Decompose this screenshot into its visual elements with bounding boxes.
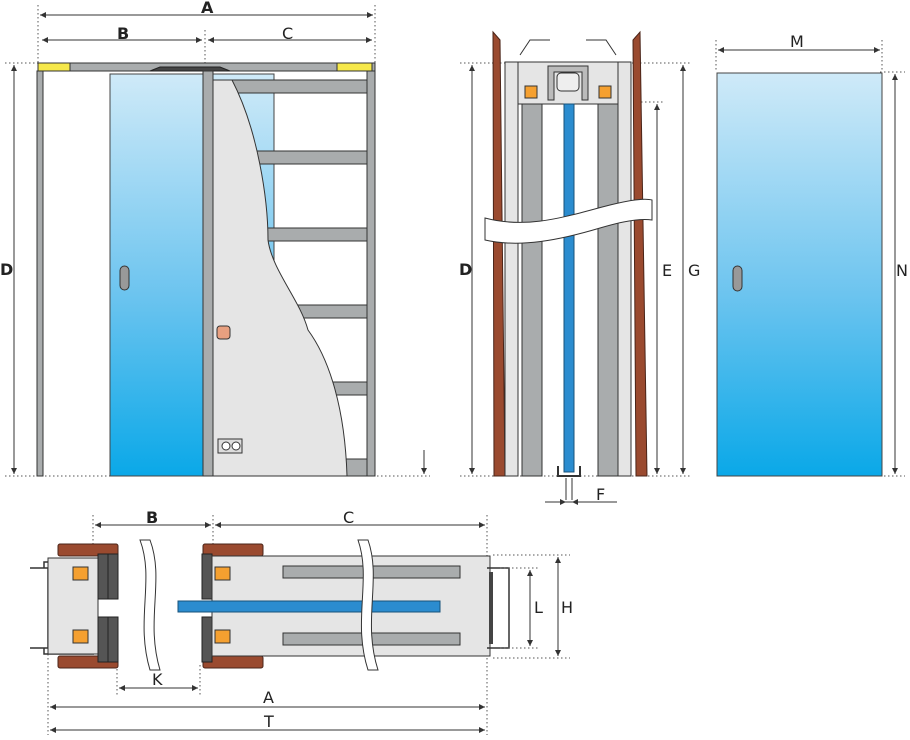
right-end-cap bbox=[336, 62, 373, 72]
plan-label-A: A bbox=[263, 688, 274, 707]
front-view: A B C D bbox=[0, 0, 430, 477]
side-wood-left bbox=[492, 30, 506, 477]
front-label-B: B bbox=[117, 24, 129, 43]
panel-label-N: N bbox=[896, 261, 908, 280]
pocket-right-post bbox=[366, 70, 376, 477]
plan-label-C: C bbox=[343, 508, 354, 527]
plan-label-B: B bbox=[146, 508, 158, 527]
side-section: D E G F bbox=[459, 30, 700, 505]
plan-door-leaf bbox=[177, 600, 441, 613]
junction-box bbox=[216, 325, 231, 340]
side-label-F: F bbox=[596, 485, 605, 504]
plan-label-L: L bbox=[534, 598, 543, 617]
socket-outlet bbox=[217, 438, 243, 454]
front-label-D: D bbox=[0, 260, 13, 279]
side-label-D: D bbox=[459, 260, 472, 279]
side-label-E: E bbox=[662, 261, 672, 280]
pocket-center-post bbox=[202, 70, 214, 477]
panel-label-M: M bbox=[790, 32, 804, 51]
side-door-edge bbox=[563, 103, 575, 473]
side-wood-right bbox=[632, 30, 648, 477]
glass-panel bbox=[716, 72, 883, 477]
left-jamb bbox=[36, 70, 44, 477]
door-handle bbox=[119, 265, 130, 291]
plan-view: B C L bbox=[30, 508, 573, 735]
plaster-cutaway bbox=[212, 79, 348, 477]
front-label-C: C bbox=[282, 24, 293, 43]
left-end-cap bbox=[37, 62, 71, 72]
side-label-G: G bbox=[688, 261, 700, 280]
door-panel-view: M N bbox=[715, 32, 908, 477]
front-label-A: A bbox=[201, 0, 214, 17]
plan-label-H: H bbox=[561, 598, 573, 617]
plan-label-T: T bbox=[263, 712, 274, 731]
panel-handle bbox=[732, 265, 743, 292]
plan-label-K: K bbox=[152, 670, 163, 689]
